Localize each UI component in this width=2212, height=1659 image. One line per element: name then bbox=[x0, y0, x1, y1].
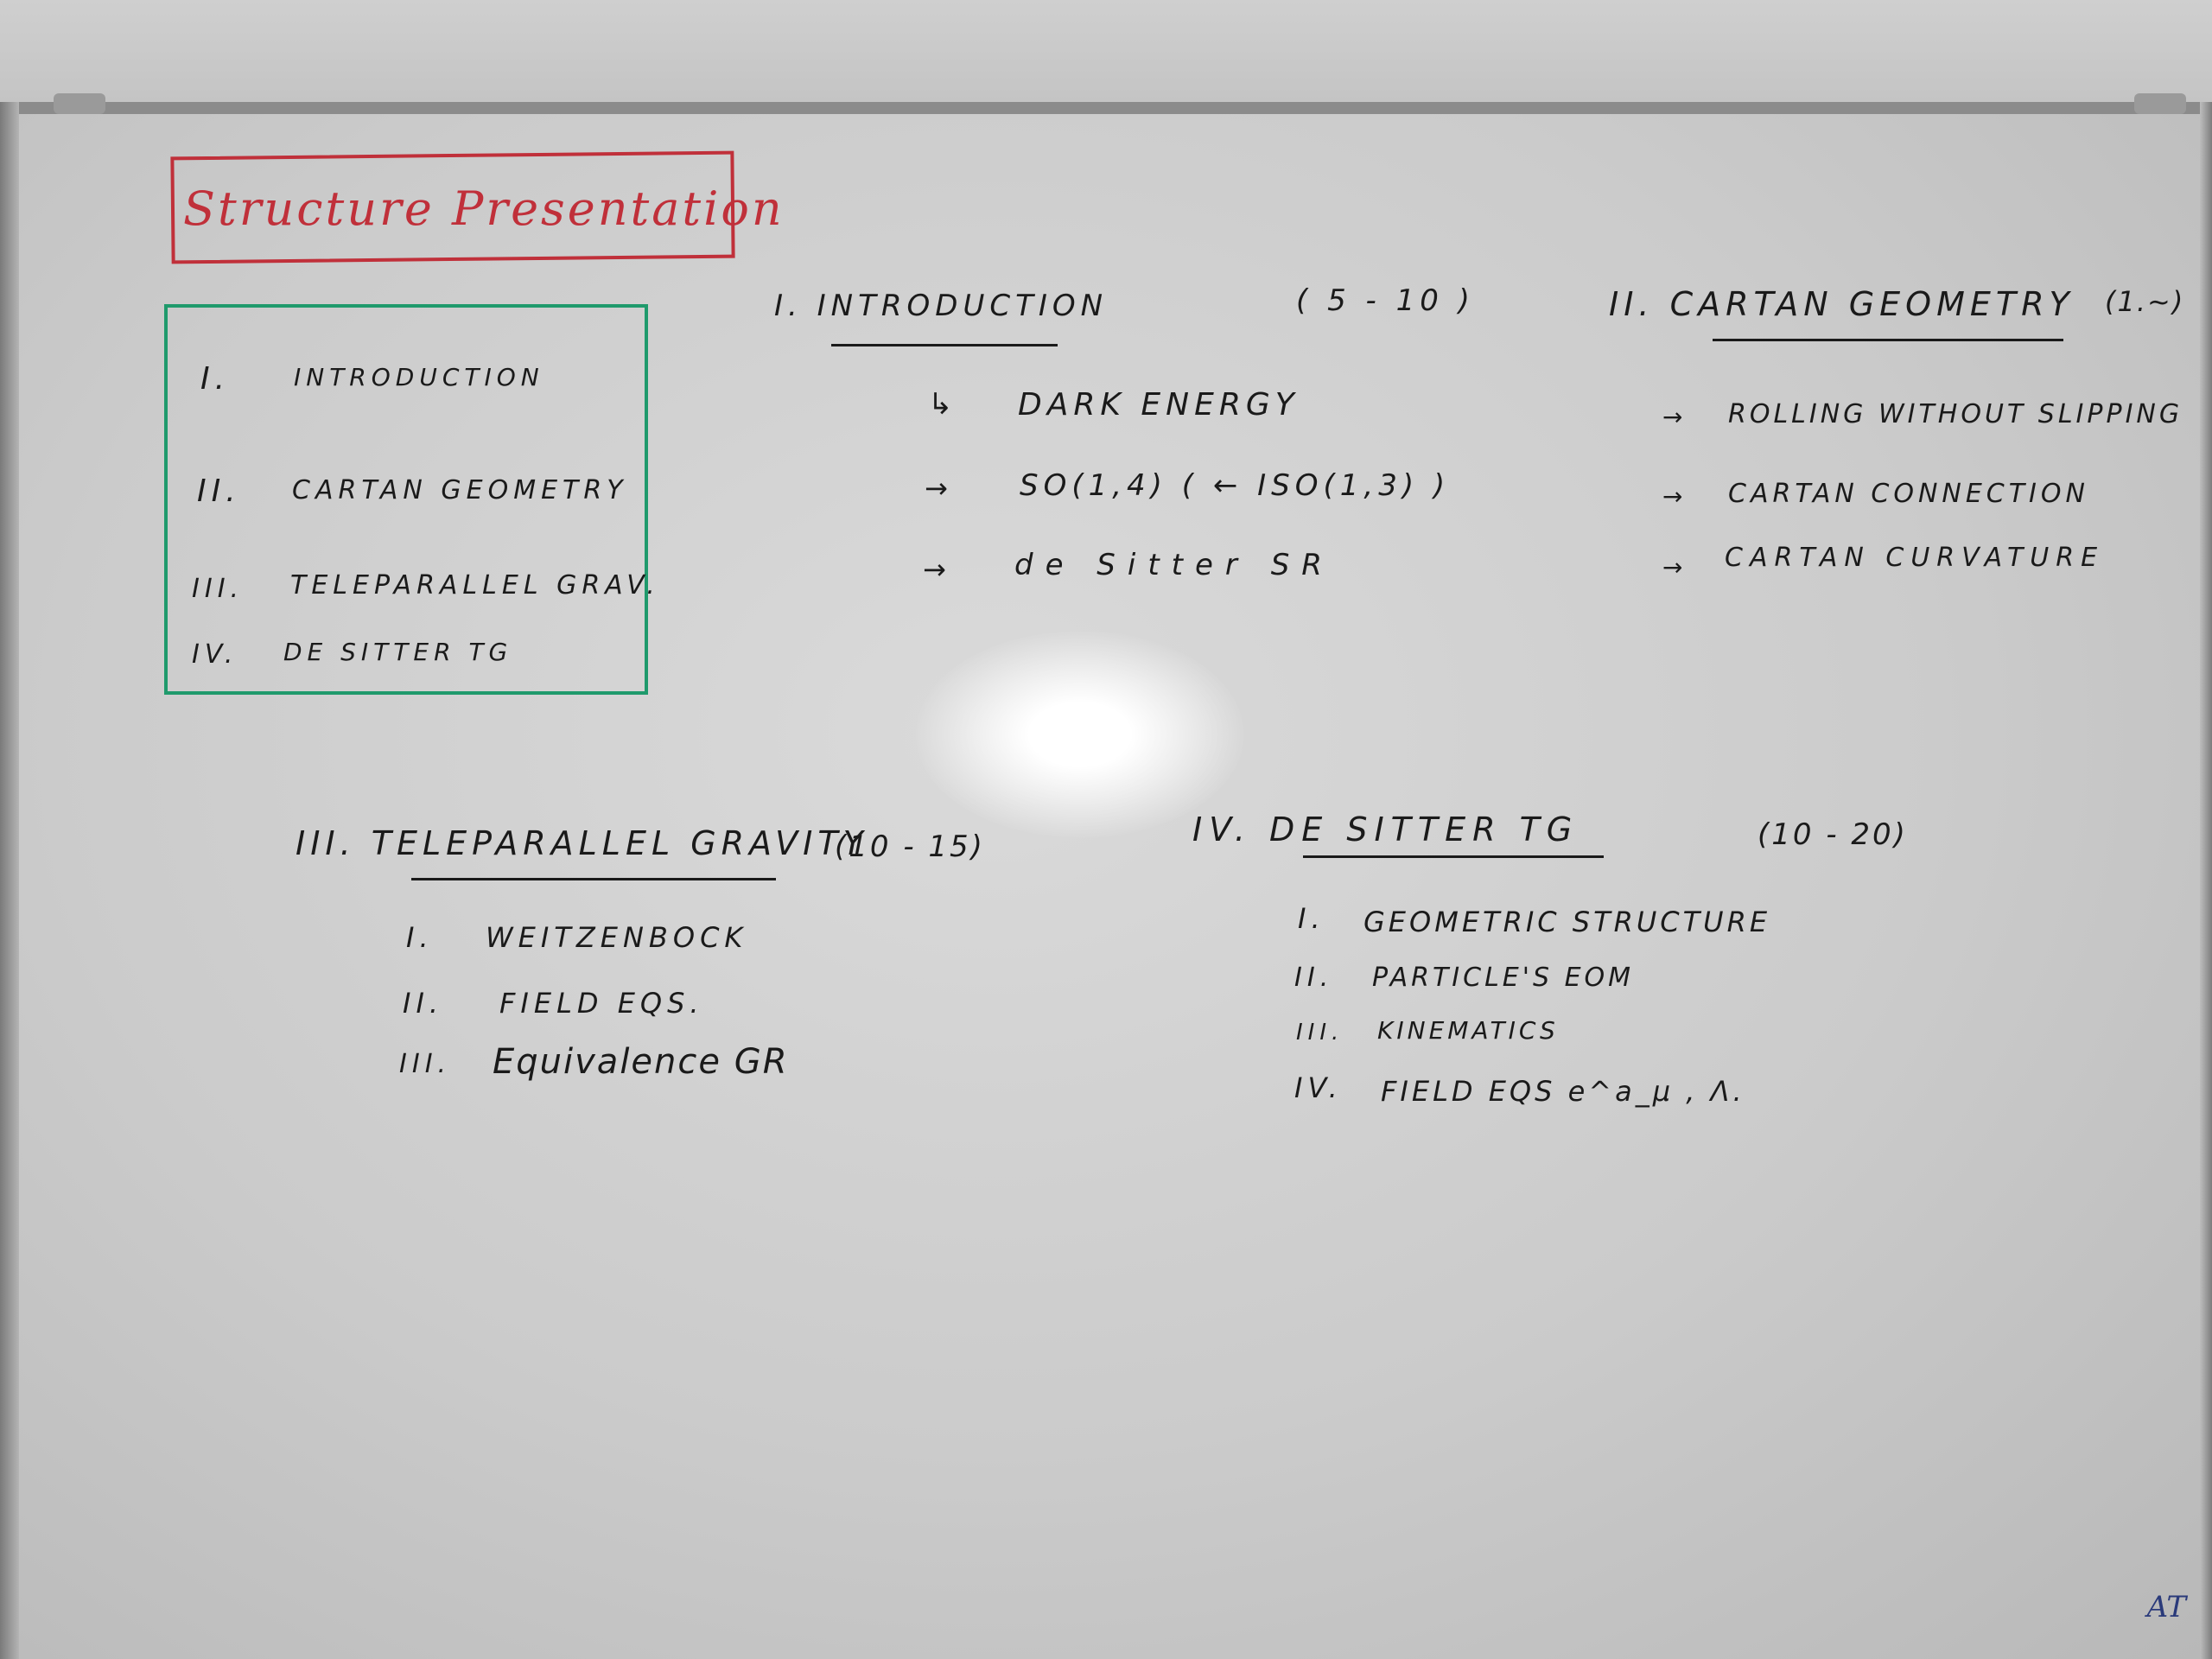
section3-underline bbox=[411, 878, 776, 880]
section2-item-3: CARTAN CURVATURE bbox=[1725, 543, 2105, 573]
section3-num-1: I. bbox=[406, 921, 434, 954]
section4-item-3: KINEMATICS bbox=[1377, 1016, 1559, 1045]
section1-time: ( 5 - 10 ) bbox=[1296, 283, 1475, 318]
section2-arrow-3: → bbox=[1662, 553, 1688, 582]
section2-time: (1.~) bbox=[2105, 285, 2185, 318]
section2-item-1: ROLLING WITHOUT SLIPPING bbox=[1728, 399, 2183, 429]
board-frame-left bbox=[0, 102, 19, 1659]
section4-num-4: IV. bbox=[1294, 1071, 1343, 1104]
section3-num-3: III. bbox=[399, 1049, 452, 1079]
section2-heading: II. CARTAN GEOMETRY bbox=[1609, 285, 2075, 323]
section3-num-2: II. bbox=[403, 987, 444, 1020]
section3-time: (10 - 15) bbox=[835, 830, 985, 864]
section1-item-3: de Sitter SR bbox=[1014, 548, 1334, 582]
section1-arrow-2: → bbox=[925, 472, 953, 505]
section4-item-2: PARTICLE'S EOM bbox=[1372, 963, 1635, 993]
signature: AT bbox=[2146, 1590, 2186, 1624]
board-frame-right bbox=[2200, 102, 2212, 1659]
section1-item-1: DARK ENERGY bbox=[1018, 387, 1300, 423]
section2-arrow-1: → bbox=[1662, 403, 1688, 431]
toc-num-4: IV. bbox=[192, 639, 238, 670]
toc-label-3: TELEPARALLEL GRAV. bbox=[290, 570, 660, 601]
section4-item-1: GEOMETRIC STRUCTURE bbox=[1363, 906, 1771, 938]
toc-label-1: INTRODUCTION bbox=[294, 363, 544, 391]
section2-item-2: CARTAN CONNECTION bbox=[1728, 479, 2089, 509]
section4-num-3: III. bbox=[1296, 1020, 1344, 1046]
mount-bracket-left bbox=[54, 93, 105, 114]
light-glare bbox=[916, 631, 1244, 838]
toc-box bbox=[164, 304, 648, 695]
section4-num-1: I. bbox=[1298, 902, 1325, 935]
section1-heading: I. INTRODUCTION bbox=[774, 289, 1109, 323]
whiteboard bbox=[0, 102, 2212, 1659]
wall bbox=[0, 0, 2212, 112]
section2-underline bbox=[1713, 339, 2063, 341]
section1-arrow-1: ↳ bbox=[928, 387, 958, 422]
section1-underline bbox=[831, 344, 1058, 346]
mount-bracket-right bbox=[2134, 93, 2186, 114]
section2-arrow-2: → bbox=[1662, 482, 1688, 511]
section1-arrow-3: → bbox=[923, 553, 951, 586]
section3-item-1: WEITZENBOCK bbox=[486, 921, 748, 954]
section4-underline bbox=[1303, 855, 1604, 858]
toc-label-4: DE SITTER TG bbox=[283, 638, 513, 666]
toc-num-3: III. bbox=[192, 574, 245, 604]
section4-heading: IV. DE SITTER TG bbox=[1192, 810, 1580, 849]
section3-item-2: FIELD EQS. bbox=[499, 987, 704, 1020]
section1-item-2: SO(1,4) ( ← ISO(1,3) ) bbox=[1020, 468, 1451, 503]
toc-label-2: CARTAN GEOMETRY bbox=[292, 475, 628, 505]
toc-num-2: II. bbox=[197, 474, 241, 509]
section3-heading: III. TELEPARALLEL GRAVITY bbox=[296, 824, 868, 862]
section3-item-3: Equivalence GR bbox=[493, 1042, 789, 1082]
board-title: Structure Presentation bbox=[183, 181, 785, 236]
toc-num-1: I. bbox=[200, 361, 231, 397]
section4-time: (10 - 20) bbox=[1758, 817, 1908, 852]
section4-item-4: FIELD EQS e^a_μ , Λ. bbox=[1381, 1075, 1745, 1108]
section4-num-2: II. bbox=[1294, 963, 1334, 993]
